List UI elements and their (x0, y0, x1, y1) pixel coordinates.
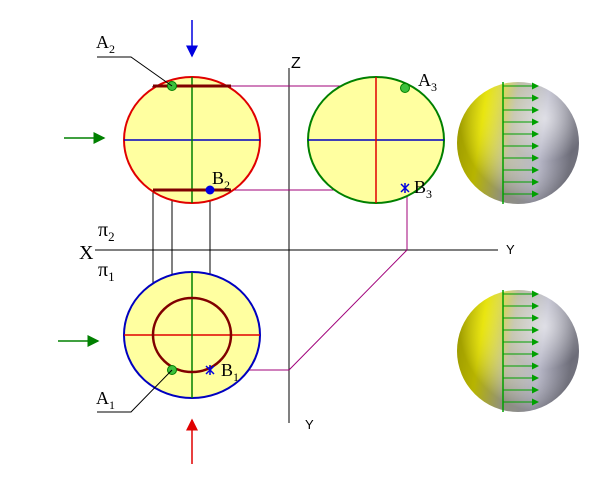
light-rays-top (503, 82, 539, 198)
label-x-axis: X (79, 242, 94, 264)
label-y-axis-right: Y (506, 242, 515, 257)
point-b3 (400, 183, 410, 193)
point-a3 (400, 83, 410, 93)
label-pi1: π1 (98, 259, 115, 284)
top-parallel-circle (151, 296, 233, 374)
label-z-axis: Z (291, 55, 301, 72)
top-view (123, 271, 261, 399)
label-a3: A3 (418, 70, 437, 94)
label-b2: B2 (212, 168, 230, 192)
label-a2: A2 (96, 32, 115, 56)
shaded-ball-bottom (457, 290, 579, 412)
label-b1: B1 (221, 360, 239, 384)
light-rays-bottom (503, 290, 539, 406)
point-b1 (205, 365, 215, 375)
front-view (123, 76, 261, 204)
shaded-ball-top (457, 82, 579, 204)
point-b2 (205, 185, 215, 195)
side-view (307, 76, 445, 204)
leader-a2 (97, 56, 173, 87)
label-y-axis-bottom: Y (305, 417, 314, 432)
label-a1: A1 (96, 388, 115, 412)
label-pi2: π2 (98, 219, 115, 244)
label-b3: B3 (414, 177, 432, 201)
leader-a1 (97, 369, 173, 413)
